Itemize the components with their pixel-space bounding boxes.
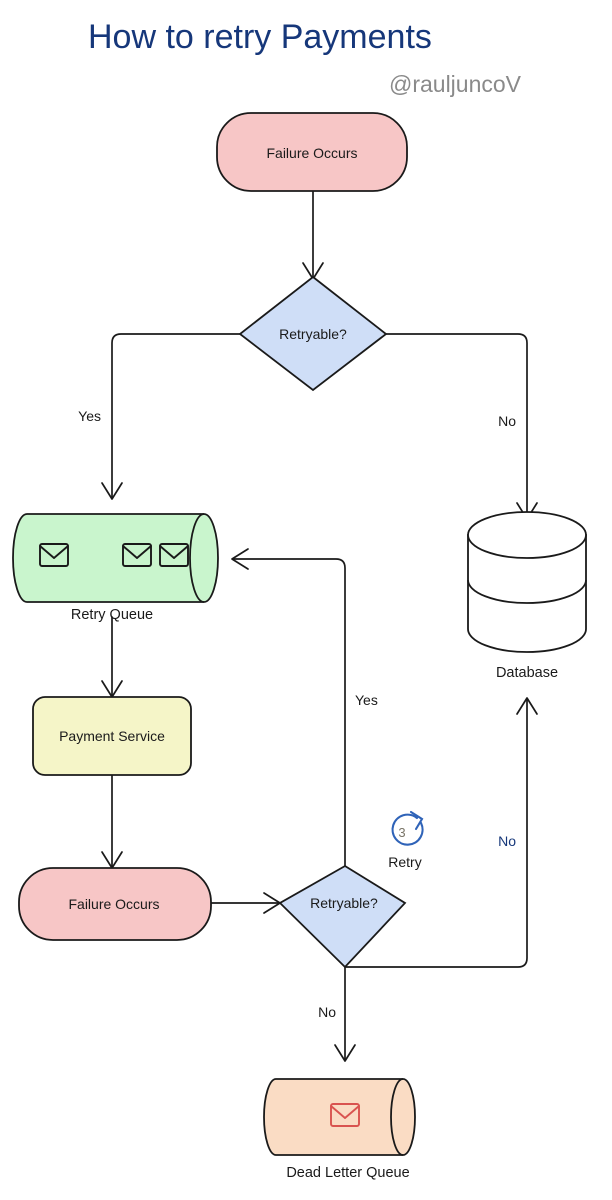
node-dead-letter-queue[interactable]: Dead Letter Queue: [263, 1078, 416, 1181]
envelope-icon: [39, 543, 69, 567]
edge-retryable2-yes: Yes: [231, 548, 378, 867]
edge-label-no-right: No: [498, 833, 516, 849]
edge-queue-to-service: [101, 616, 123, 698]
retry-badge: 3 Retry: [388, 810, 424, 870]
edge-retryable1-no: No: [385, 333, 538, 520]
node-failure-occurs-bottom[interactable]: Failure Occurs: [18, 867, 212, 941]
node-label-database: Database: [496, 665, 558, 681]
edge-retryable1-yes: Yes: [78, 333, 241, 500]
node-label-failure-bottom: Failure Occurs: [68, 896, 159, 912]
envelope-icon: [330, 1103, 360, 1127]
edge-service-to-failure2: [101, 774, 123, 869]
node-retry-queue[interactable]: Retry Queue: [12, 513, 219, 623]
page-title: How to retry Payments: [88, 18, 432, 56]
node-label-retry-queue: Retry Queue: [71, 607, 153, 623]
edge-label-no-bottom: No: [318, 1004, 336, 1020]
node-failure-occurs-top[interactable]: Failure Occurs: [216, 112, 408, 192]
edge-label-no-top: No: [498, 413, 516, 429]
retry-badge-label: Retry: [388, 854, 421, 870]
node-label-payment-service: Payment Service: [59, 728, 165, 744]
edge-label-yes-loop: Yes: [355, 692, 378, 708]
retry-circular-arrow-icon: [391, 810, 424, 846]
node-label-retryable-bottom: Retryable?: [310, 895, 378, 911]
node-database[interactable]: Database: [467, 511, 587, 681]
author-handle: @rauljuncoV: [389, 71, 522, 97]
node-label-dead-letter-queue: Dead Letter Queue: [286, 1165, 409, 1181]
envelope-icon: [122, 543, 152, 567]
node-retryable-top[interactable]: Retryable?: [238, 275, 388, 392]
retry-count-value: 3: [398, 825, 405, 840]
edge-failure1-to-retryable1: [302, 189, 324, 280]
node-label-retryable-top: Retryable?: [279, 326, 347, 342]
node-retryable-bottom[interactable]: Retryable?: [278, 864, 407, 969]
node-payment-service[interactable]: Payment Service: [32, 696, 192, 776]
node-label-failure-top: Failure Occurs: [266, 145, 357, 161]
edge-retryable2-no-database: No: [345, 697, 538, 968]
edge-failure2-to-retryable2: [210, 892, 281, 914]
envelope-icon: [159, 543, 189, 567]
edge-label-yes-top: Yes: [78, 408, 101, 424]
